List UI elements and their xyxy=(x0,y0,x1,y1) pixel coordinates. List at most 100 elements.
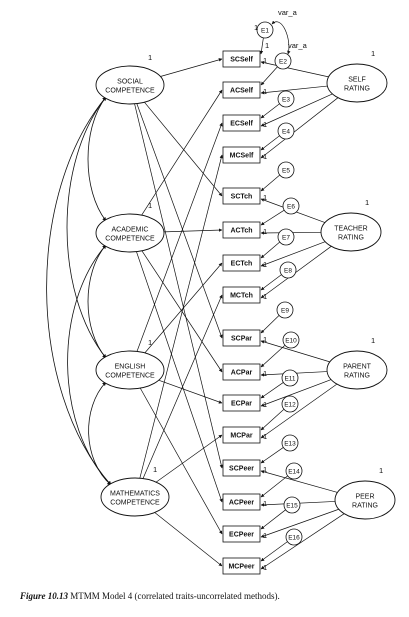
trait-loading-SCTch xyxy=(144,101,223,197)
error-label: E11 xyxy=(284,375,295,382)
trait-loading-ECPar xyxy=(158,379,223,404)
error-path-weight: 1 xyxy=(263,369,267,378)
error-E10: E10 xyxy=(282,331,300,349)
trait-social: SOCIAL COMPETENCE 1 xyxy=(95,53,165,105)
error-label: E13 xyxy=(284,440,296,447)
method-variance: 1 xyxy=(371,336,375,345)
error-label: E6 xyxy=(287,203,295,210)
trait-loading-ECPeer xyxy=(139,387,223,535)
error-path-E4 xyxy=(260,135,280,151)
error-circle xyxy=(277,90,295,108)
trait-label-line: COMPETENCE xyxy=(110,500,160,507)
error-circle xyxy=(285,528,303,546)
trait-label-line: SOCIAL xyxy=(117,79,143,86)
error-circle xyxy=(281,434,299,452)
indicator-label: SCTch xyxy=(231,194,253,201)
method-label-line: RATING xyxy=(344,373,370,380)
trait-loading-MCPeer xyxy=(154,512,223,567)
correlation-social-math xyxy=(46,96,112,486)
indicator-ACPar: ACPar xyxy=(222,363,261,381)
error-circle xyxy=(276,301,294,319)
indicator-ECPeer: ECPeer xyxy=(222,525,261,543)
error-label: E8 xyxy=(284,267,292,274)
method-ellipse xyxy=(326,63,388,103)
trait-variance: 1 xyxy=(153,465,157,474)
method-loading-ACSelf xyxy=(260,85,328,95)
method-variance: 1 xyxy=(371,49,375,58)
error-label: E9 xyxy=(281,307,289,314)
method-loading-ECPar xyxy=(260,379,332,407)
error-path-E11 xyxy=(260,382,284,399)
error-path-weight: 1 xyxy=(263,260,267,269)
error-E6: E6 xyxy=(282,197,300,215)
error-path-weight: 1 xyxy=(263,193,267,202)
indicator-SCTch: SCTch xyxy=(222,187,261,205)
trait-math: MATHEMATICS COMPETENCE 1 xyxy=(100,465,170,517)
indicator-box xyxy=(222,114,261,132)
trait-label-line: MATHEMATICS xyxy=(110,491,160,498)
indicator-label: MCSelf xyxy=(230,153,254,160)
indicator-ACTch: ACTch xyxy=(222,221,261,239)
trait-variance: 1 xyxy=(148,338,152,347)
indicator-box xyxy=(222,426,261,444)
error-label: E12 xyxy=(284,401,296,408)
error-E3: E3 xyxy=(277,90,295,108)
error-path-weight: 1 xyxy=(263,152,267,161)
trait-label-line: COMPETENCE xyxy=(105,88,155,95)
error-label: E14 xyxy=(288,468,300,475)
trait-loading-ACTch xyxy=(163,228,223,233)
correlation-social-academic xyxy=(87,96,107,222)
indicator-MCPeer: MCPeer xyxy=(222,557,261,575)
figure-caption: Figure 10.13 MTMM Model 4 (correlated tr… xyxy=(20,591,400,601)
trait-label-line: COMPETENCE xyxy=(105,236,155,243)
indicator-box xyxy=(222,286,261,304)
indicator-label: SCPar xyxy=(231,336,252,343)
error-circle xyxy=(285,462,303,480)
error-circle xyxy=(277,228,295,246)
error-path-weight: 1 xyxy=(263,87,267,96)
correlation-social-english xyxy=(66,96,107,359)
error-label: E16 xyxy=(288,534,300,541)
trait-ellipse xyxy=(95,350,165,390)
error-path-weight: 1 xyxy=(263,292,267,301)
indicator-MCPar: MCPar xyxy=(222,426,261,444)
indicator-label: ACSelf xyxy=(230,88,254,95)
indicator-label: ECPeer xyxy=(229,532,254,539)
variance-constraint-label: var_a xyxy=(288,41,308,50)
error-path-E14 xyxy=(260,475,288,498)
method-variance: 1 xyxy=(379,466,383,475)
indicator-label: SCSelf xyxy=(230,57,253,64)
error-label: E3 xyxy=(282,96,290,103)
error-E13: E13 xyxy=(281,434,299,452)
error-circle xyxy=(283,496,301,514)
indicator-MCSelf: MCSelf xyxy=(222,146,261,164)
error-path-E5 xyxy=(260,174,281,192)
error-path-weight: 1 xyxy=(263,465,267,474)
method-ellipse xyxy=(320,212,382,252)
error-circle xyxy=(277,122,295,140)
trait-variance: 1 xyxy=(148,53,152,62)
indicator-box xyxy=(222,254,261,272)
error-path-weight: 1 xyxy=(263,56,267,65)
error-path-E2 xyxy=(260,66,278,86)
method-loading-SCPar xyxy=(260,340,330,363)
indicator-label: MCTch xyxy=(230,293,253,300)
trait-ellipse xyxy=(95,65,165,105)
error-path-E6 xyxy=(260,209,285,226)
indicator-label: ACTch xyxy=(230,228,252,235)
error-covariance-loop xyxy=(271,20,291,55)
method-loading-MCPar xyxy=(260,383,338,439)
trait-correlations xyxy=(46,20,291,486)
trait-loading-ACPar xyxy=(141,250,223,373)
error-circle xyxy=(277,161,295,179)
trait-label-line: ACADEMIC xyxy=(112,227,149,234)
error-circle xyxy=(279,261,297,279)
indicator-label: SCPeer xyxy=(229,466,254,473)
trait-loading-ACPeer xyxy=(136,251,223,503)
error-circle xyxy=(281,369,299,387)
error-path-E7 xyxy=(260,241,281,259)
indicator-box xyxy=(222,557,261,575)
error-path-E12 xyxy=(260,408,285,431)
method-loading-MCTch xyxy=(260,246,332,299)
